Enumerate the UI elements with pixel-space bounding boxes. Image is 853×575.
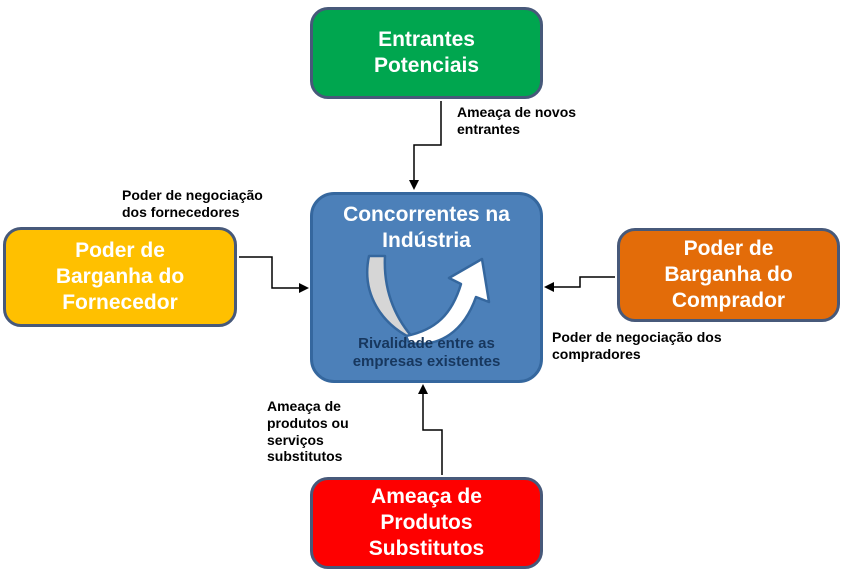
center-box-subtitle: Rivalidade entre as empresas existentes xyxy=(352,335,501,370)
center-box-title: Concorrentes na Indústria xyxy=(343,203,510,253)
label-poder-negociacao-compradores: Poder de negociação dos compradores xyxy=(552,329,722,362)
connector-arrow-left xyxy=(239,256,309,293)
box-poder-barganha-fornecedor: Poder de Barganha do Fornecedor xyxy=(3,227,237,327)
box-ameaca-produtos-substitutos: Ameaça de Produtos Substitutos xyxy=(310,477,543,569)
connector-arrow-bottom xyxy=(418,384,443,475)
box-concorrentes-industria: Concorrentes na Indústria Rivalidade ent… xyxy=(310,192,543,383)
box-entrantes-potenciais: Entrantes Potenciais xyxy=(310,7,543,99)
label-poder-negociacao-fornecedores: Poder de negociação dos fornecedores xyxy=(122,187,263,220)
curved-arrow-icon xyxy=(366,254,491,346)
connector-arrow-top xyxy=(409,101,442,190)
box-poder-barganha-comprador: Poder de Barganha do Comprador xyxy=(617,228,840,322)
label-ameaca-produtos-servicos-substitutos: Ameaça de produtos ou serviços substitut… xyxy=(267,398,349,465)
connector-arrow-right xyxy=(544,276,615,292)
label-ameaca-novos-entrantes: Ameaça de novos entrantes xyxy=(457,104,577,137)
